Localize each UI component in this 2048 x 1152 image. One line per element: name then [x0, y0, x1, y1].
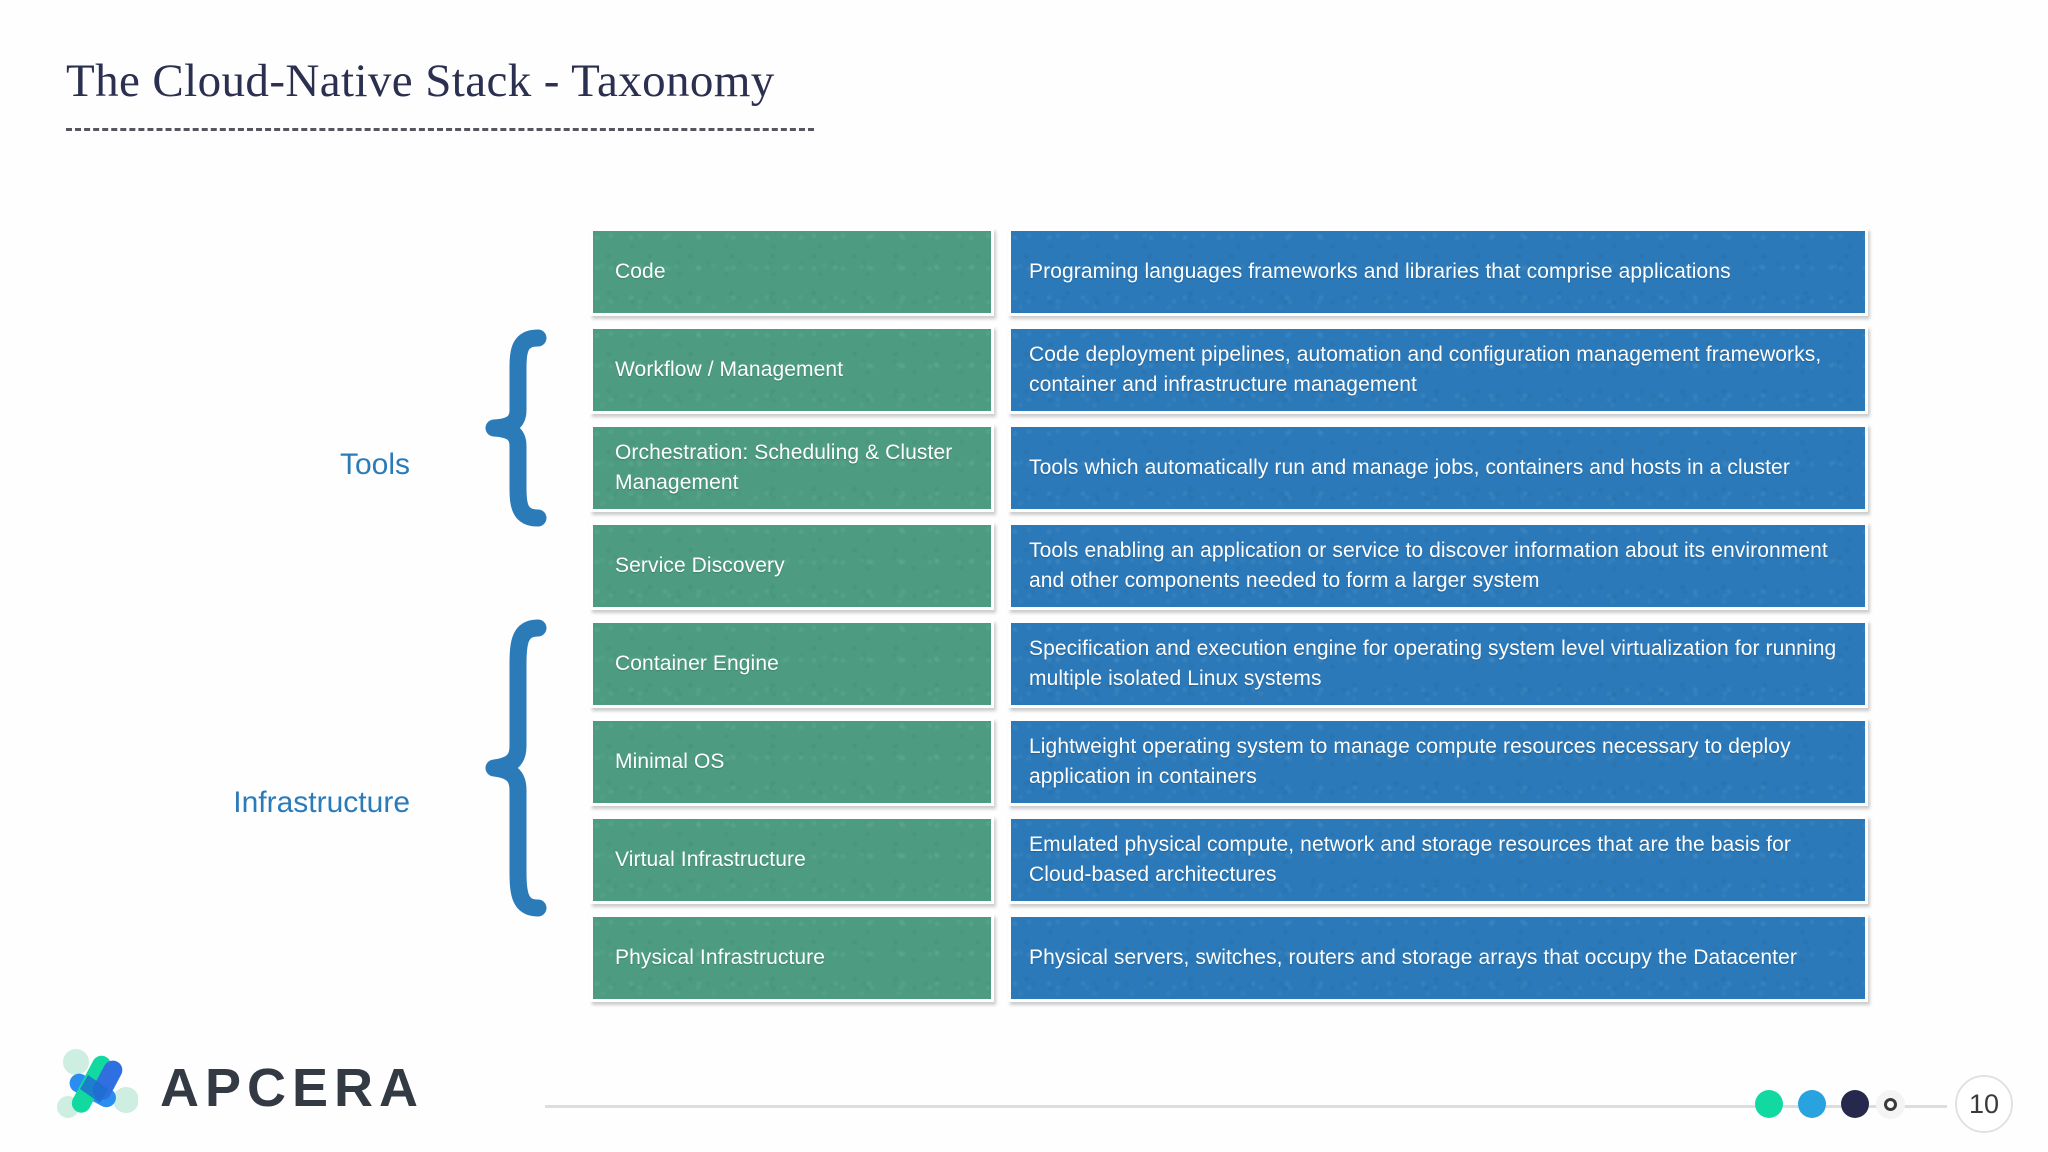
layer-description-label: Specification and execution engine for o… [1029, 637, 1837, 690]
layer-description-label: Physical servers, switches, routers and … [1029, 946, 1797, 969]
layer-description-cell[interactable]: Physical servers, switches, routers and … [1008, 914, 1868, 1002]
layer-description-cell[interactable]: Tools enabling an application or service… [1008, 522, 1868, 610]
layer-name-cell[interactable]: Minimal OS [590, 718, 994, 806]
table-row: Service Discovery Tools enabling an appl… [590, 522, 1870, 610]
layer-description-label: Programing languages frameworks and libr… [1029, 260, 1731, 283]
layer-description-label: Tools enabling an application or service… [1029, 539, 1828, 592]
progress-dot-3[interactable] [1841, 1090, 1869, 1118]
layer-description-label: Code deployment pipelines, automation an… [1029, 343, 1822, 396]
progress-dots[interactable] [1755, 1090, 1897, 1118]
table-row: Code Programing languages frameworks and… [590, 228, 1870, 316]
layer-description-cell[interactable]: Code deployment pipelines, automation an… [1008, 326, 1868, 414]
taxonomy-table: Code Programing languages frameworks and… [590, 228, 1870, 1012]
progress-dot-1[interactable] [1755, 1090, 1783, 1118]
layer-name-cell[interactable]: Workflow / Management [590, 326, 994, 414]
layer-description-label: Lightweight operating system to manage c… [1029, 735, 1791, 788]
layer-name-label: Minimal OS [615, 750, 725, 773]
layer-name-label: Container Engine [615, 652, 779, 675]
layer-name-cell[interactable]: Orchestration: Scheduling & Cluster Mana… [590, 424, 994, 512]
layer-name-cell[interactable]: Container Engine [590, 620, 994, 708]
brand-logo: APCERA [52, 1045, 424, 1130]
layer-description-label: Emulated physical compute, network and s… [1029, 833, 1791, 886]
apcera-mark-icon [52, 1045, 139, 1130]
table-row: Physical Infrastructure Physical servers… [590, 914, 1870, 1002]
group-label-infrastructure: Infrastructure [233, 786, 410, 819]
table-row: Container Engine Specification and execu… [590, 620, 1870, 708]
layer-name-cell[interactable]: Code [590, 228, 994, 316]
layer-description-cell[interactable]: Tools which automatically run and manage… [1008, 424, 1868, 512]
table-row: Virtual Infrastructure Emulated physical… [590, 816, 1870, 904]
brace-tools [480, 328, 550, 528]
layer-description-cell[interactable]: Lightweight operating system to manage c… [1008, 718, 1868, 806]
layer-description-label: Tools which automatically run and manage… [1029, 456, 1790, 479]
layer-description-cell[interactable]: Specification and execution engine for o… [1008, 620, 1868, 708]
table-row: Workflow / Management Code deployment pi… [590, 326, 1870, 414]
brace-infrastructure [480, 618, 550, 918]
table-row: Orchestration: Scheduling & Cluster Mana… [590, 424, 1870, 512]
layer-description-cell[interactable]: Emulated physical compute, network and s… [1008, 816, 1868, 904]
layer-name-cell[interactable]: Physical Infrastructure [590, 914, 994, 1002]
progress-dot-2[interactable] [1798, 1090, 1826, 1118]
table-row: Minimal OS Lightweight operating system … [590, 718, 1870, 806]
layer-name-label: Orchestration: Scheduling & Cluster Mana… [615, 441, 953, 494]
layer-name-cell[interactable]: Service Discovery [590, 522, 994, 610]
page-number: 10 [1968, 1088, 2000, 1119]
layer-name-label: Physical Infrastructure [615, 946, 826, 969]
layer-name-label: Workflow / Management [615, 358, 844, 381]
brand-name: APCERA [160, 1057, 425, 1118]
layer-name-label: Code [615, 260, 666, 283]
layer-description-cell[interactable]: Programing languages frameworks and libr… [1008, 228, 1868, 316]
layer-name-label: Virtual Infrastructure [615, 848, 806, 871]
page-title: The Cloud-Native Stack - Taxonomy [66, 55, 775, 107]
progress-track [545, 1105, 1947, 1108]
progress-dot-current[interactable] [1884, 1097, 1897, 1111]
title-divider [66, 128, 814, 131]
page-number-badge: 10 [1955, 1075, 2013, 1133]
group-label-tools: Tools [339, 448, 410, 481]
layer-name-cell[interactable]: Virtual Infrastructure [590, 816, 994, 904]
layer-name-label: Service Discovery [615, 554, 785, 577]
